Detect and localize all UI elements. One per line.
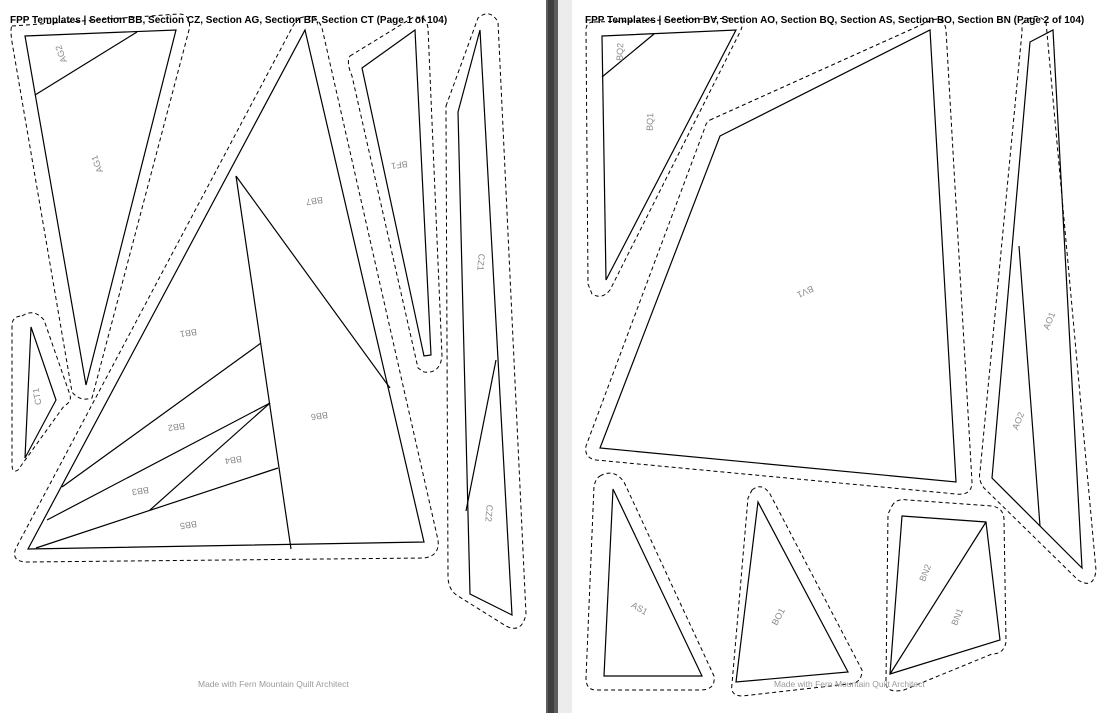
template-bb: BB1 BB2 BB3 BB4 BB5 BB6 BB7 [14, 15, 439, 563]
piece-label: BB7 [305, 195, 323, 207]
pdf-page-2: FPP Templates | Section BV, Section AO, … [572, 0, 1118, 713]
piece-label: BB5 [179, 519, 197, 531]
piece-label: BN2 [917, 563, 933, 583]
page-footer: Made with Fern Mountain Quilt Architect [198, 679, 349, 689]
piece-label: BN1 [949, 607, 965, 627]
piece-label: BF1 [391, 159, 409, 171]
piece-label: AG1 [89, 154, 105, 174]
template-bv: BV1 [585, 18, 973, 495]
piece-label: CZ2 [483, 504, 494, 522]
template-as: AS1 [585, 472, 715, 691]
piece-label: BB1 [179, 327, 197, 339]
piece-label: BQ1 [645, 113, 656, 131]
template-ct: CT1 [11, 312, 71, 472]
piece-label: BB3 [131, 485, 149, 497]
piece-label: BO1 [770, 606, 787, 627]
piece-label: AS1 [630, 600, 650, 617]
page-separator [546, 0, 572, 713]
page-header: FPP Templates | Section BB, Section CZ, … [10, 15, 448, 26]
piece-label: AO1 [1041, 311, 1057, 331]
template-bq: BQ2 BQ1 [585, 17, 743, 297]
template-ag: AG2 AG1 [10, 13, 190, 400]
piece-label: AO2 [1010, 411, 1026, 431]
scrollbar-track[interactable] [548, 0, 554, 713]
piece-label: CT1 [31, 387, 44, 405]
template-ao: AO1 AO2 [979, 16, 1097, 584]
template-bf: BF1 [347, 16, 443, 373]
piece-label: BB6 [310, 410, 328, 422]
piece-label: CZ1 [475, 253, 486, 271]
template-bn: BN2 BN1 [885, 499, 1007, 692]
template-drawing: AG2 AG1 CT1 BB1 BB2 BB3 BB4 BB5 BB6 BB7 [10, 13, 527, 629]
template-bo: BO1 [731, 486, 863, 697]
pdf-page-1: FPP Templates | Section BB, Section CZ, … [0, 0, 546, 713]
piece-label: BB2 [167, 421, 185, 433]
piece-label: BB4 [224, 454, 242, 466]
page-header: FPP Templates | Section BV, Section AO, … [585, 15, 1085, 26]
page-footer: Made with Fern Mountain Quilt Architect [774, 679, 925, 689]
page-gutter [558, 0, 572, 713]
piece-label: BV1 [795, 284, 815, 300]
template-cz: CZ1 CZ2 [445, 13, 527, 629]
template-drawing: BQ2 BQ1 BV1 AO1 AO2 AS1 BO1 [585, 16, 1097, 697]
piece-label: BQ2 [615, 43, 626, 61]
piece-label: AG2 [53, 44, 69, 64]
